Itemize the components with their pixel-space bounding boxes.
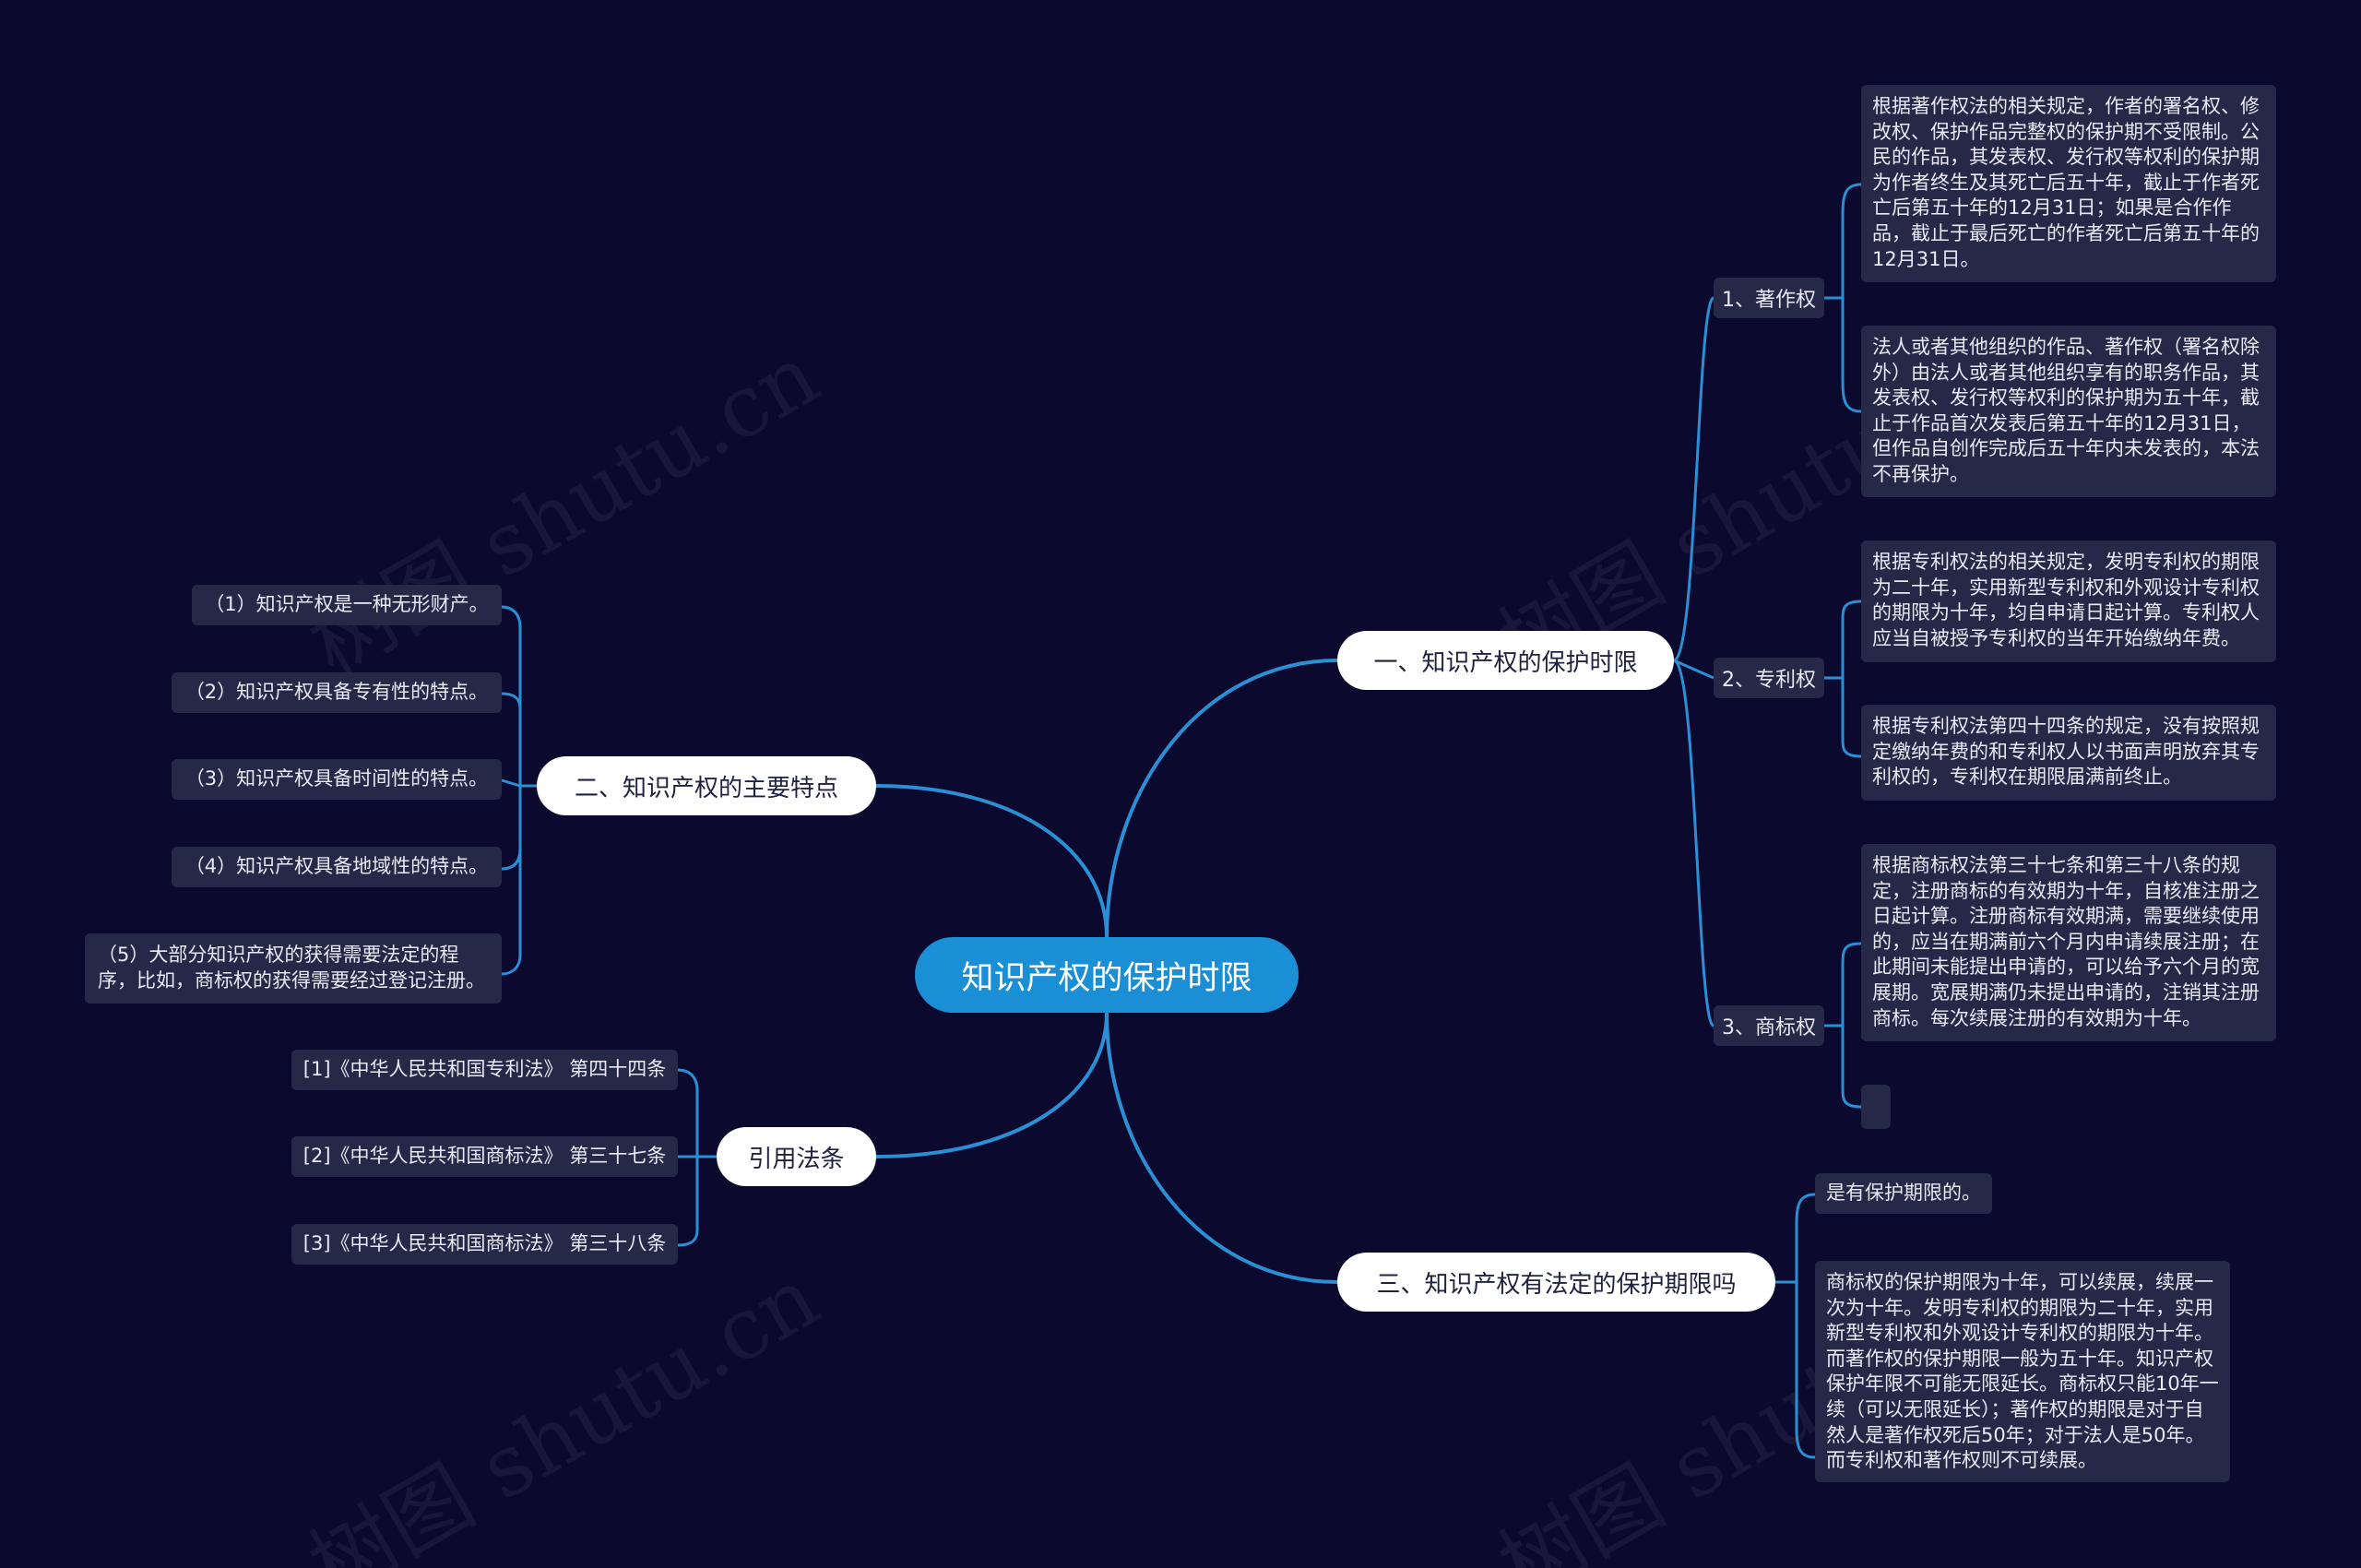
leaf-law-1: [1]《中华人民共和国专利法》 第四十四条 [291, 1050, 678, 1090]
connector-b2-leaves [501, 605, 537, 976]
watermark: 树图 shutu.cn [293, 1248, 835, 1568]
leaf-answer-detail: 商标权的保护期限为十年，可以续展，续展一次为十年。发明专利权的期限为二十年，实用… [1815, 1261, 2230, 1482]
leaf-trademark-1: 根据商标权法第三十七条和第三十八条的规定，注册商标的有效期为十年，自核准注册之日… [1861, 844, 2276, 1041]
connector-b1-sub2 [1673, 659, 1714, 680]
connector-root-b3 [1105, 1012, 1338, 1284]
branch-main-features[interactable]: 二、知识产权的主要特点 [537, 756, 876, 815]
leaf-feature-1: （1）知识产权是一种无形财产。 [192, 585, 502, 625]
leaf-patent-2: 根据专利权法第四十四条的规定，没有按照规定缴纳年费的和专利权人以书面声明放弃其专… [1861, 705, 2276, 801]
connector-b1-sub1 [1672, 296, 1715, 662]
leaf-feature-4: （4）知识产权具备地域性的特点。 [172, 847, 502, 887]
connector-b1-sub3 [1672, 659, 1715, 1028]
connector-root-b4 [875, 1012, 1109, 1158]
connector-b4-leaves [677, 1068, 717, 1247]
watermark: 树图 shutu.cn [293, 326, 835, 695]
leaf-feature-3: （3）知识产权具备时间性的特点。 [172, 759, 502, 800]
sub-trademark[interactable]: 3、商标权 [1714, 1005, 1824, 1046]
sub-patent[interactable]: 2、专利权 [1714, 658, 1824, 698]
connector-sub2-leaves [1824, 600, 1862, 758]
branch-cited-laws[interactable]: 引用法条 [717, 1127, 876, 1186]
leaf-copyright-2: 法人或者其他组织的作品、著作权（署名权除外）由法人或者其他组织享有的职务作品，其… [1861, 326, 2276, 497]
branch-legal-term-question[interactable]: 三、知识产权有法定的保护期限吗 [1337, 1253, 1775, 1312]
leaf-law-3: [3]《中华人民共和国商标法》 第三十八条 [291, 1224, 678, 1265]
leaf-feature-5: （5）大部分知识产权的获得需要法定的程序，比如，商标权的获得需要经过登记注册。 [85, 933, 502, 1004]
branch-protection-period[interactable]: 一、知识产权的保护时限 [1337, 631, 1674, 690]
connector-root-b1 [1105, 659, 1338, 938]
connector-sub3-leaves [1824, 942, 1862, 1109]
connector-root-b2 [875, 784, 1109, 938]
sub-copyright[interactable]: 1、著作权 [1714, 278, 1824, 318]
connector-sub1-leaves [1824, 183, 1862, 413]
leaf-feature-2: （2）知识产权具备专有性的特点。 [172, 672, 502, 713]
root-node[interactable]: 知识产权的保护时限 [915, 937, 1299, 1013]
connector-b3-leaves [1775, 1193, 1816, 1459]
leaf-copyright-1: 根据著作权法的相关规定，作者的署名权、修改权、保护作品完整权的保护期不受限制。公… [1861, 85, 2276, 282]
leaf-answer-short: 是有保护期限的。 [1815, 1173, 1992, 1214]
leaf-patent-1: 根据专利权法的相关规定，发明专利权的期限为二十年，实用新型专利权和外观设计专利权… [1861, 540, 2276, 662]
leaf-trademark-empty [1861, 1085, 1891, 1129]
leaf-law-2: [2]《中华人民共和国商标法》 第三十七条 [291, 1136, 678, 1177]
